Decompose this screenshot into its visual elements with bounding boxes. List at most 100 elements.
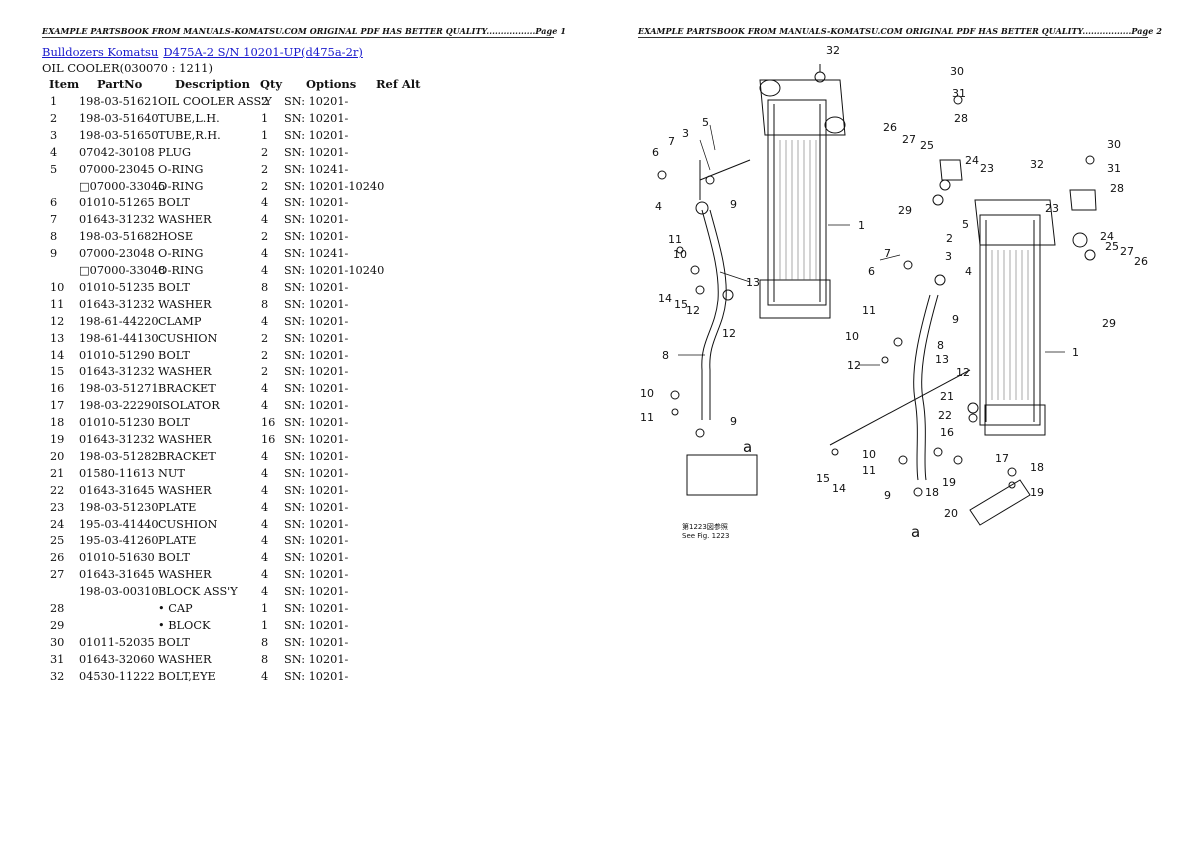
col-partno: PartNo [97,77,143,91]
row-qty: 16 [261,433,276,446]
callout-1-right: 1 [1072,346,1079,359]
breadcrumb: Bulldozers Komatsu D475A-2 S/N 10201-UP(d… [42,45,363,59]
row-options: SN: 10201- [284,95,349,108]
row-item: 29 [50,618,65,632]
row-partno: 01643-31645 [79,483,155,497]
callout-26-right: 26 [1134,255,1148,268]
callout-18: 18 [1030,461,1044,474]
row-description: ISOLATOR [158,399,220,413]
row-options: SN: 10201- [284,517,349,531]
row-partno: 01643-31232 [79,433,155,446]
row-options: SN: 10201- [284,280,349,294]
callout-26: 26 [883,121,897,134]
row-description: CUSHION [158,517,218,531]
row-partno: 198-03-00310 [79,585,159,599]
row-partno: 04530-11222 [79,669,155,683]
row-item: 6 [50,196,58,210]
row-partno: 198-61-44130 [79,331,159,345]
row-description: BRACKET [158,449,216,463]
callout-2: 2 [946,232,953,245]
row-item: 18 [50,416,65,430]
row-qty: 2 [261,365,269,379]
row-options: SN: 10201- [284,128,349,142]
row-qty: 2 [261,95,269,108]
callout-8-right: 8 [937,339,944,352]
row-options: SN: 10241- [284,247,349,261]
row-description: TUBE,R.H. [158,128,221,142]
row-description: WASHER [158,297,212,311]
row-partno: 01010-51265 [79,196,155,210]
callout-12-b: 12 [722,327,736,340]
row-partno: 01010-51630 [79,551,155,565]
row-description: BOLT,EYE [158,669,216,683]
row-partno: 01643-32060 [79,652,155,666]
row-options: SN: 10201- [284,534,349,548]
row-options: SN: 10201- [284,297,349,311]
row-item: 25 [50,534,65,548]
see-fig-caption-en: See Fig. 1223 [682,532,729,540]
row-item: 28 [50,602,65,615]
callout-3: 3 [945,250,952,263]
row-options: SN: 10201- [284,416,349,430]
row-description: O-RING [158,247,204,261]
callout-31: 31 [952,87,966,100]
row-item: 15 [50,365,65,379]
row-item: 27 [50,568,65,582]
row-description: CLAMP [158,314,202,328]
hose-right-drawing [829,274,1031,526]
row-description: PLATE [158,534,197,548]
breadcrumb-link-model[interactable]: D475A-2 S/N 10201-UP(d475a-2r) [163,45,363,59]
row-description: O-RING [158,264,204,277]
row-partno: 195-03-41260 [79,534,159,548]
row-description: BOLT [158,196,190,210]
callout-25-right: 25 [1105,240,1119,253]
callout-16: 16 [940,426,954,439]
row-options: SN: 10201- [284,365,349,379]
row-options: SN: 10201- [284,449,349,463]
row-description: WASHER [158,652,212,666]
row-item: 3 [50,128,58,142]
leader-lines [678,124,1065,366]
callout-11: 11 [668,233,682,246]
row-options: SN: 10201- [284,314,349,328]
breadcrumb-link-bulldozers[interactable]: Bulldozers Komatsu [42,45,159,59]
callout-24-right: 24 [1100,230,1114,243]
callout-21: 21 [940,390,954,403]
callout-12-right-b: 12 [956,366,970,379]
callout-6-left: 6 [652,146,659,159]
row-item: 20 [50,449,65,463]
callout-7: 7 [884,247,891,260]
callout-29-right: 29 [1102,317,1116,330]
row-description: WASHER [158,433,212,446]
row-partno: □07000-33045 [79,179,166,193]
callout-25: 25 [920,139,934,152]
row-description: PLATE [158,500,197,514]
row-qty: 16 [261,416,276,430]
row-options: SN: 10201- [284,669,349,683]
col-qty: Qty [260,77,283,91]
row-item: 14 [50,348,65,362]
row-item: 2 [50,111,58,125]
callout-10: 10 [673,248,687,261]
row-partno: 01643-31232 [79,297,155,311]
callout-15-b: 15 [816,472,830,485]
callout-12-a: 12 [686,304,700,317]
row-description: OIL COOLER ASS'Y [158,95,272,108]
row-item: 30 [50,635,65,649]
callout-32-right: 32 [1030,158,1044,171]
row-item: 5 [50,162,58,176]
callout-22: 22 [938,409,952,422]
callout-14-b: 14 [832,482,846,495]
row-description: BOLT [158,348,190,362]
row-item: 11 [50,297,65,311]
row-item: 19 [50,433,65,446]
row-partno: 198-03-51282 [79,449,159,463]
callout-13: 13 [746,276,760,289]
callout-8-left: 8 [662,349,669,362]
callout-10-right: 10 [845,330,859,343]
row-partno: 01011-52035 [79,635,155,649]
row-partno: 07042-30108 [79,145,155,159]
callout-32-left: 32 [826,44,840,57]
row-description: BOLT [158,551,190,565]
row-qty: 4 [261,517,269,531]
